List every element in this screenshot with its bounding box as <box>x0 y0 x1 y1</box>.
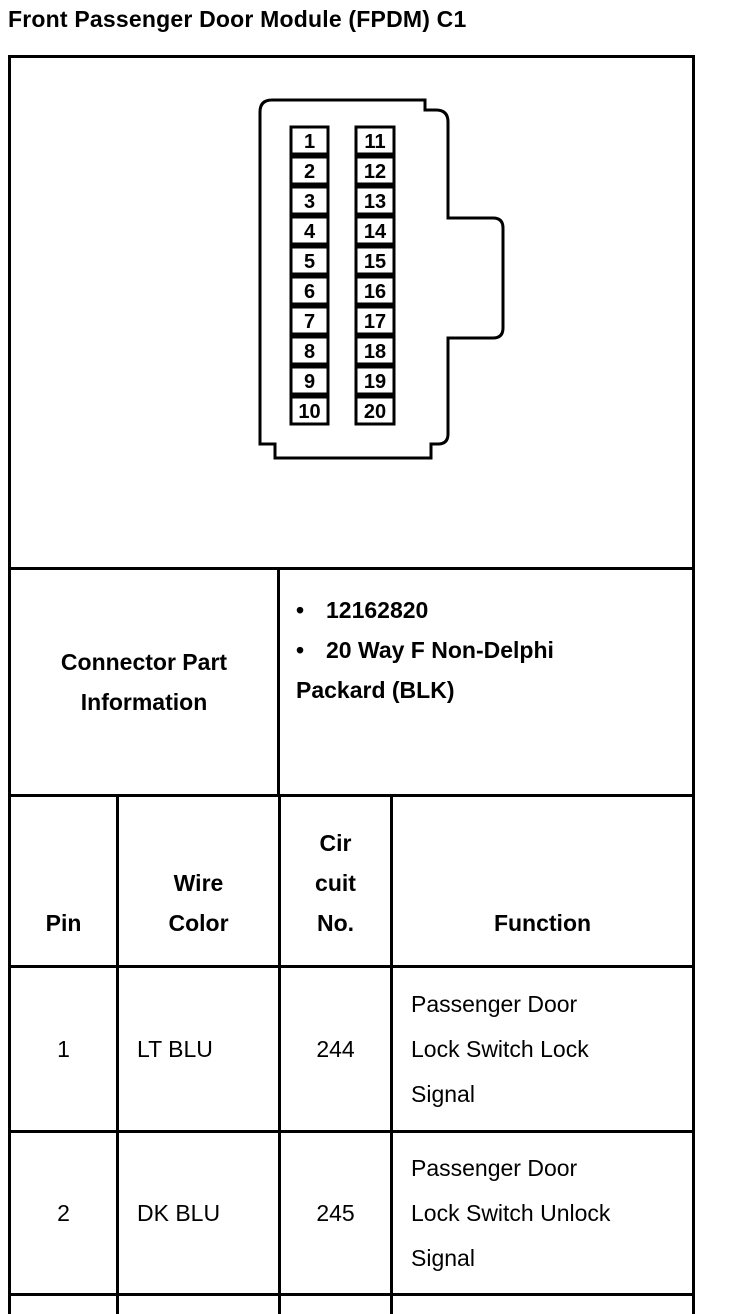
bullet-icon: • <box>296 597 305 623</box>
part-description: 20 Way F Non-Delphi Packard (BLK) <box>296 637 554 703</box>
pin-number: 6 <box>304 281 315 303</box>
pin-box <box>289 395 330 426</box>
pin-box <box>289 275 330 306</box>
pin-box <box>289 365 330 396</box>
header-label: Function <box>493 910 592 936</box>
pin-box <box>354 395 396 426</box>
pin-box <box>354 245 396 276</box>
pin-number: 5 <box>304 251 315 273</box>
pin-number: 17 <box>364 311 386 333</box>
pin-box <box>354 275 396 306</box>
part-description-line: •20 Way F Non-Delphi Packard (BLK) <box>296 630 616 710</box>
pin-cell-partial <box>11 1296 119 1314</box>
connector-part-info-table: Connector Part Information •12162820 •20… <box>8 567 695 797</box>
pin-box <box>289 155 330 186</box>
pin-number: 20 <box>364 401 386 423</box>
pin-number: 4 <box>304 221 316 243</box>
circuit-cell: 245 <box>281 1133 393 1296</box>
pin-number: 18 <box>364 341 386 363</box>
pin-box <box>354 365 396 396</box>
pin-box <box>289 185 330 216</box>
pin-number: 1 <box>304 131 315 153</box>
circuit-cell-text: 244 <box>316 1035 355 1062</box>
circuit-cell: 244 <box>281 968 393 1133</box>
part-number-line: • 12162820 <box>296 590 616 630</box>
pin-number: 3 <box>304 191 315 213</box>
pin-number: 10 <box>298 401 320 423</box>
pin-box <box>354 305 396 336</box>
pin-box <box>354 125 396 156</box>
pin-box <box>289 335 330 366</box>
pin-number: 2 <box>304 161 315 183</box>
pin-box <box>354 215 396 246</box>
pin-box <box>354 335 396 366</box>
pin-box <box>354 185 396 216</box>
pin-number: 7 <box>304 311 315 333</box>
pin-cell-text: 1 <box>57 1035 70 1062</box>
pin-cell: 2 <box>11 1133 119 1296</box>
wire-color-cell: LT BLU <box>119 968 281 1133</box>
function-cell: Passenger Door Lock Switch Lock Signal <box>393 968 692 1133</box>
pin-number: 8 <box>304 341 315 363</box>
function-cell: Passenger Door Lock Switch Unlock Signal <box>393 1133 692 1296</box>
pin-box <box>289 305 330 336</box>
function-cell-partial <box>393 1296 692 1314</box>
pin-number: 9 <box>304 371 315 393</box>
function-cell-text: Passenger Door Lock Switch Unlock Signal <box>411 1154 611 1271</box>
pin-box <box>289 215 330 246</box>
pin-table-header-function: Function <box>393 797 692 968</box>
pin-box <box>289 245 330 276</box>
pin-table-header-circuit-no: Cir cuit No. <box>281 797 393 968</box>
header-label: Cir cuit No. <box>315 830 356 936</box>
pin-number: 16 <box>364 281 386 303</box>
pin-cell-text: 2 <box>57 1199 70 1226</box>
function-cell-text: Passenger Door Lock Switch Lock Signal <box>411 990 589 1107</box>
wire-color-cell-partial <box>119 1296 281 1314</box>
part-number: 12162820 <box>326 597 429 623</box>
circuit-cell-partial <box>281 1296 393 1314</box>
pin-number: 11 <box>364 131 385 153</box>
circuit-cell-text: 245 <box>316 1199 355 1226</box>
pin-table-header-wire-color: Wire Color <box>119 797 281 968</box>
pin-number: 14 <box>364 221 387 243</box>
wire-color-cell-text: DK BLU <box>137 1199 221 1226</box>
pin-box <box>354 155 396 186</box>
wire-color-cell: DK BLU <box>119 1133 281 1296</box>
bullet-icon: • <box>296 637 305 663</box>
header-label: Wire Color <box>168 870 229 936</box>
page-title: Front Passenger Door Module (FPDM) C1 <box>8 6 467 32</box>
pin-number: 13 <box>364 191 386 213</box>
connector-part-info-values: •12162820 •20 Way F Non-Delphi Packard (… <box>280 570 692 794</box>
pin-number: 12 <box>364 161 386 183</box>
pin-table-header-pin: Pin <box>11 797 119 968</box>
header-label: Pin <box>45 910 82 936</box>
pin-box <box>289 125 330 156</box>
connector-part-info-label: Connector Part Information <box>11 570 280 794</box>
wire-color-cell-text: LT BLU <box>137 1035 213 1062</box>
pin-number: 15 <box>364 251 386 273</box>
pin-cell: 1 <box>11 968 119 1133</box>
pin-number: 19 <box>364 371 386 393</box>
pin-table: Pin Wire Color Cir cuit No. Function 1 LT… <box>8 794 695 1314</box>
